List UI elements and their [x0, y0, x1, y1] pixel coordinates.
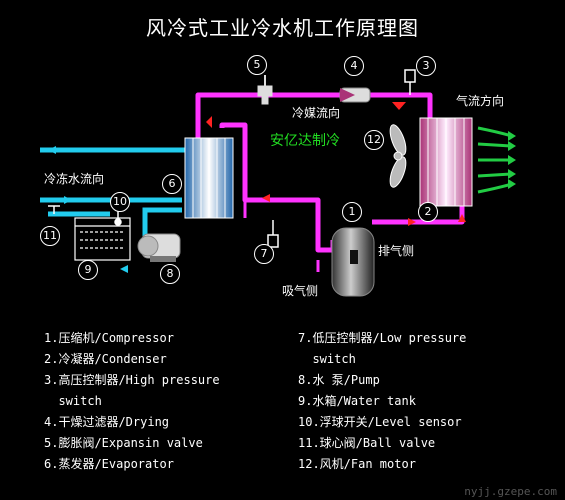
discharge-side-label: 排气侧 [378, 244, 415, 258]
marker-9: 9 [78, 260, 98, 280]
airflow-arrowheads [508, 131, 516, 189]
airflow-arrows [477, 126, 513, 194]
water-pump [137, 233, 181, 262]
page-title: 风冷式工业冷水机工作原理图 [146, 16, 419, 40]
legend-item: switch [298, 352, 356, 366]
water-pipes [40, 147, 185, 236]
condenser [419, 117, 473, 207]
marker-1: 1 [342, 202, 362, 222]
legend-item: 3.高压控制器/High pressure [44, 373, 220, 387]
legend-item: switch [44, 394, 102, 408]
fan-motor [389, 124, 407, 188]
high-pressure-switch [404, 69, 416, 95]
chilled-water-flow-label: 冷冻水流向 [44, 172, 105, 186]
legend-item: 4.干燥过滤器/Drying [44, 415, 170, 429]
legend-item: 12.风机/Fan motor [298, 457, 416, 471]
legend-item: 10.浮球开关/Level sensor [298, 415, 462, 429]
marker-8: 8 [160, 264, 180, 284]
legend-item: 2.冷凝器/Condenser [44, 352, 167, 366]
legend-right: 7.低压控制器/Low pressure switch 8.水 泵/Pump 9… [298, 328, 466, 475]
suction-side-label: 吸气侧 [282, 284, 319, 298]
flow-arrows [206, 102, 466, 226]
compressor [331, 227, 375, 297]
marker-5: 5 [247, 55, 267, 75]
marker-6: 6 [162, 174, 182, 194]
marker-2: 2 [418, 202, 438, 222]
marker-3: 3 [416, 56, 436, 76]
water-tank [74, 217, 131, 261]
low-pressure-switch [267, 220, 279, 248]
marker-11: 11 [40, 226, 60, 246]
marker-12: 12 [364, 130, 384, 150]
refrigerant-flow-label: 冷媒流向 [292, 106, 341, 120]
legend-left: 1.压缩机/Compressor 2.冷凝器/Condenser 3.高压控制器… [44, 328, 220, 475]
marker-10: 10 [110, 192, 130, 212]
marker-7: 7 [254, 244, 274, 264]
legend-item: 1.压缩机/Compressor [44, 331, 174, 345]
marker-4: 4 [344, 56, 364, 76]
legend-item: 6.蒸发器/Evaporator [44, 457, 174, 471]
legend-item: 5.膨胀阀/Expansin valve [44, 436, 203, 450]
brand-label: 安亿达制冷 [270, 133, 340, 149]
drying-filter [339, 87, 371, 103]
evaporator [184, 137, 234, 219]
legend-item: 9.水箱/Water tank [298, 394, 416, 408]
expansion-valve [257, 75, 273, 105]
legend-item: 8.水 泵/Pump [298, 373, 380, 387]
airflow-label: 气流方向 [456, 94, 505, 108]
water-flow-arrows [48, 146, 128, 273]
legend-item: 7.低压控制器/Low pressure [298, 331, 467, 345]
watermark: nyjj.gzepe.com [464, 485, 557, 498]
ball-valve [48, 205, 60, 214]
legend-item: 11.球心阀/Ball valve [298, 436, 436, 450]
